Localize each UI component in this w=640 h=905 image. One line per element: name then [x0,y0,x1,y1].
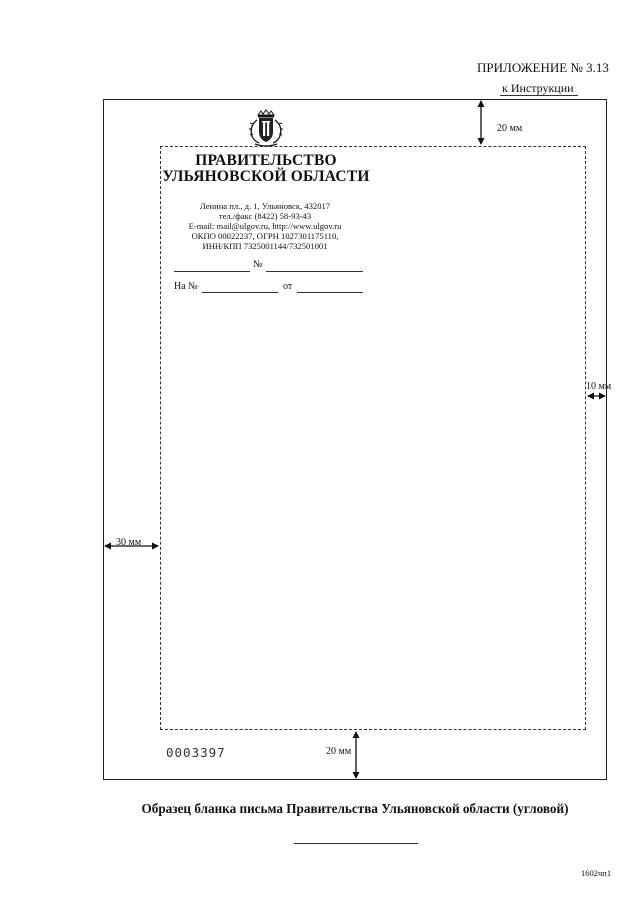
letterhead-field-frame [160,146,586,730]
document-caption: Образец бланка письма Правительства Улья… [141,801,569,816]
page-outer-frame [103,99,607,780]
outgoing-date-blank [174,270,250,272]
email-line: E-mail: mail@ulgov.ru, http://www.ulgov.… [188,221,342,231]
coat-of-arms-icon [243,108,289,148]
address-line: Ленина пл., д. 1, Ульяновск, 432017 [199,201,331,211]
reply-date-blank [297,291,363,293]
phone-line: тел./факс (8422) 58-93-43 [218,211,312,221]
right-margin-label: 10 мм [586,381,612,392]
organization-details: Ленина пл., д. 1, Ульяновск, 432017 тел.… [170,201,360,251]
left-margin-label: 30 мм [116,537,142,548]
page-code: 1602чп1 [581,868,612,878]
organization-name-line1: ПРАВИТЕЛЬСТВО [195,152,337,169]
annex-subtitle-underline [500,95,578,96]
reply-number-blank [202,291,278,293]
reply-to-label: На № [174,281,198,292]
inn-line: ИНН/КПП 7325001144/732501001 [202,241,328,251]
outgoing-number-label: № [253,259,263,270]
outgoing-number-blank [266,270,363,272]
form-serial-number: 0003397 [166,745,226,760]
annex-subtitle: к Инструкции [502,81,574,95]
organization-name-line2: УЛЬЯНОВСКОЙ ОБЛАСТИ [162,168,370,185]
reply-from-label: от [283,281,293,292]
organization-name: ПРАВИТЕЛЬСТВО УЛЬЯНОВСКОЙ ОБЛАСТИ [162,153,370,185]
annex-title: ПРИЛОЖЕНИЕ № 3.13 [477,60,609,75]
footer-rule [294,843,418,844]
okpo-line: ОКПО 00022237, ОГРН 1027301175110, [191,231,339,241]
bottom-margin-label: 20 мм [326,746,352,757]
top-margin-label: 20 мм [497,123,523,134]
